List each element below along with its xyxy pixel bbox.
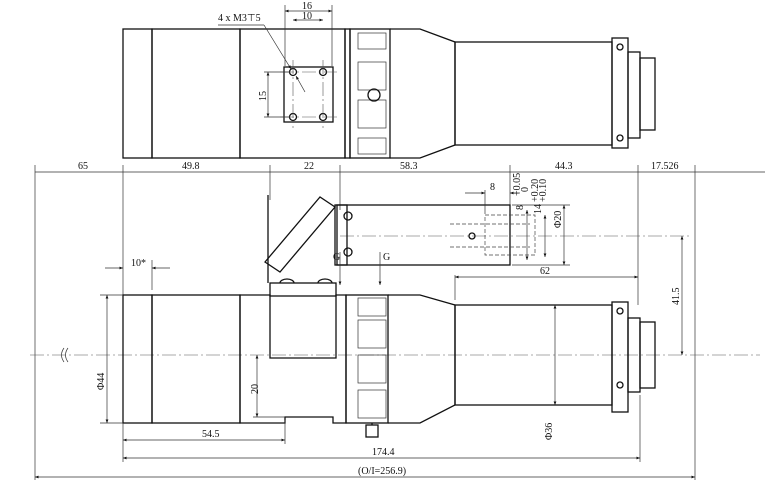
tolerance-b-lower: +0.10 [538, 179, 549, 202]
dim-22: 22 [304, 161, 314, 172]
dim-44-3: 44.3 [555, 161, 573, 172]
dim-dia-44: Φ44 [96, 373, 107, 390]
label-g-right: G [383, 252, 390, 263]
dim-17-526: 17.526 [651, 161, 679, 172]
dimension-side: 10* 8 +0.05 0 +0.20 +0.10 8 14 Φ20 62 41… [35, 173, 695, 479]
top-view: 16 10 15 4 x M3⊤5 [122, 1, 656, 159]
dim-20: 20 [250, 384, 261, 394]
dim-54-5: 54.5 [202, 429, 220, 440]
dim-49-8: 49.8 [182, 161, 200, 172]
dim-10-star: 10* [131, 258, 146, 269]
thread-callout: 4 x M3⊤5 [218, 13, 261, 24]
dim-58-3: 58.3 [400, 161, 418, 172]
dim-14-vertical: 14 [533, 204, 544, 214]
dim-41-5: 41.5 [671, 288, 682, 306]
dim-65: 65 [78, 161, 88, 172]
dim-8-top: 8 [490, 182, 495, 193]
side-view: G G [30, 195, 760, 438]
dim-62: 62 [540, 266, 550, 277]
tolerance-a-lower: 0 [520, 187, 531, 192]
dim-dia-36: Φ36 [544, 423, 555, 440]
dimension-chain-top: 65 49.8 22 58.3 44.3 17.526 [34, 161, 765, 480]
mount-plate [283, 66, 334, 123]
break-symbol-icon [61, 347, 69, 363]
dim-16: 16 [302, 1, 312, 12]
port-hole [468, 232, 476, 240]
dim-15: 15 [258, 91, 269, 101]
tolerance-b-upper: +0.20 [530, 179, 541, 202]
screw-head-icon [367, 88, 381, 102]
dim-8-vertical: 8 [515, 205, 526, 210]
label-g-left: G [333, 252, 340, 263]
dim-10: 10 [302, 11, 312, 22]
tolerance-a-upper: +0.05 [512, 173, 523, 196]
dim-dia-20: Φ20 [553, 211, 564, 228]
dim-174-4: 174.4 [372, 447, 395, 458]
dim-overall: (O/I=256.9) [358, 466, 406, 477]
